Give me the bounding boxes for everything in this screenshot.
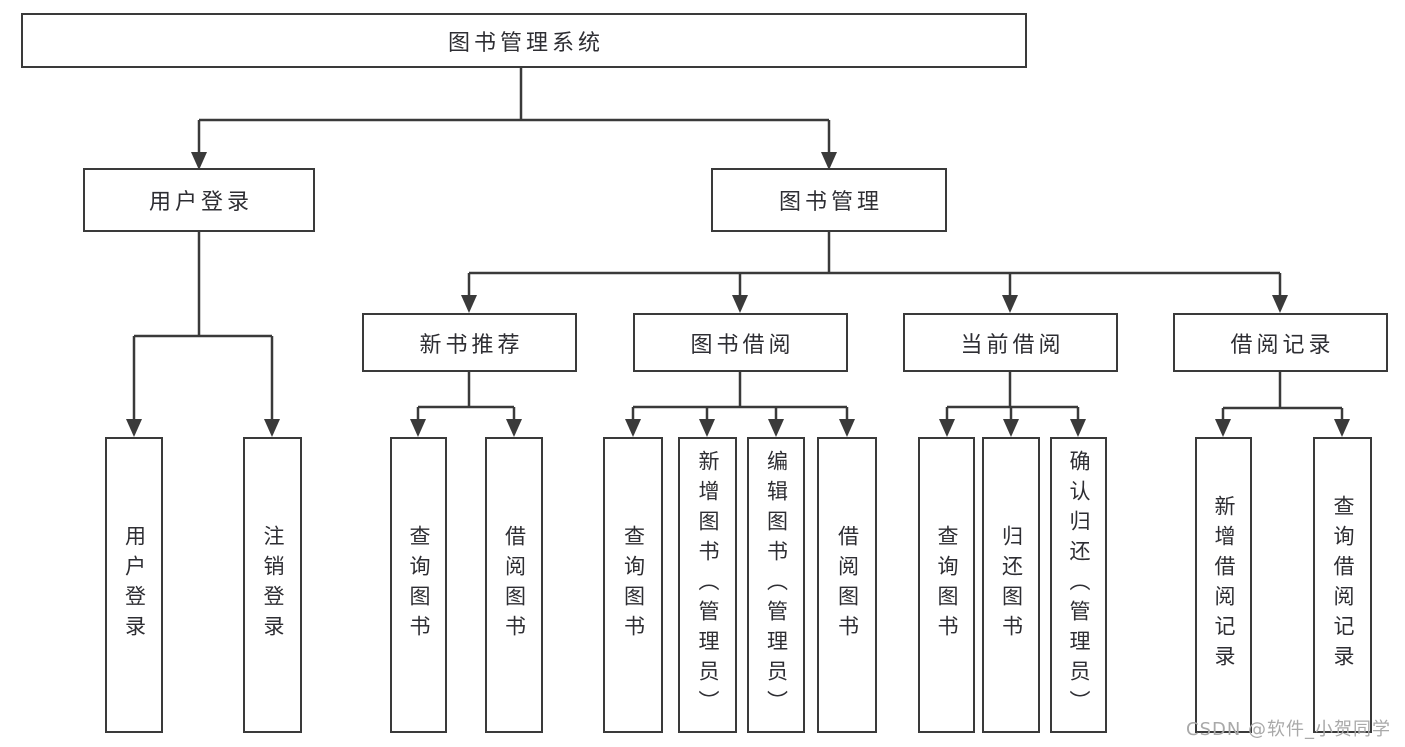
leaf-label: 用户登录 xyxy=(122,525,147,645)
node-label: 借阅记录 xyxy=(1230,332,1335,358)
node-book-management: 图书管理 xyxy=(711,168,947,232)
node-label: 用户登录 xyxy=(148,190,253,215)
leaf-label: 注销登录 xyxy=(261,525,285,645)
leaf-recommend-borrow-books: 借阅图书 xyxy=(485,437,543,733)
node-current-borrowing: 当前借阅 xyxy=(903,313,1118,372)
leaf-label: 借阅图书 xyxy=(502,525,527,645)
arrowhead-icons xyxy=(126,152,1350,437)
leaf-label: 查询借阅记录 xyxy=(1331,495,1355,675)
node-library-management-system: 图书管理系统 xyxy=(21,13,1027,68)
node-label: 图书借阅 xyxy=(690,332,795,358)
node-user-login: 用户登录 xyxy=(83,168,315,232)
csdn-watermark: CSDN @软件_小贺同学 xyxy=(1186,719,1392,740)
leaf-borrowing-add-books-admin: 新增图书（管理员） xyxy=(678,437,737,733)
leaf-recommend-query-books: 查询图书 xyxy=(390,437,447,733)
leaf-borrowing-query-books: 查询图书 xyxy=(603,437,663,733)
node-borrow-records: 借阅记录 xyxy=(1173,313,1388,372)
node-label: 图书管理系统 xyxy=(447,30,604,56)
node-label: 图书管理 xyxy=(778,190,883,215)
node-label: 当前借阅 xyxy=(960,332,1065,358)
leaf-current-query-books: 查询图书 xyxy=(918,437,975,733)
leaf-current-confirm-return-admin: 确认归还（管理员） xyxy=(1050,437,1107,733)
leaf-records-query-borrow-record: 查询借阅记录 xyxy=(1313,437,1372,733)
leaf-label: 借阅图书 xyxy=(835,525,860,645)
leaf-label: 确认归还（管理员） xyxy=(1067,450,1091,720)
node-book-borrowing: 图书借阅 xyxy=(633,313,848,372)
node-new-book-recommendation: 新书推荐 xyxy=(362,313,577,372)
leaf-borrowing-edit-books-admin: 编辑图书（管理员） xyxy=(747,437,805,733)
leaf-current-return-books: 归还图书 xyxy=(982,437,1040,733)
leaf-label: 新增图书（管理员） xyxy=(696,450,720,720)
leaf-label: 编辑图书（管理员） xyxy=(764,450,789,720)
leaf-records-add-borrow-record: 新增借阅记录 xyxy=(1195,437,1252,733)
leaf-label: 查询图书 xyxy=(935,525,959,645)
leaf-label: 归还图书 xyxy=(999,525,1024,645)
leaf-label: 查询图书 xyxy=(621,525,646,645)
leaf-logout: 注销登录 xyxy=(243,437,302,733)
leaf-user-login: 用户登录 xyxy=(105,437,163,733)
leaf-label: 查询图书 xyxy=(407,525,431,645)
leaf-borrowing-borrow-books: 借阅图书 xyxy=(817,437,877,733)
leaf-label: 新增借阅记录 xyxy=(1212,495,1236,675)
node-label: 新书推荐 xyxy=(419,332,524,358)
